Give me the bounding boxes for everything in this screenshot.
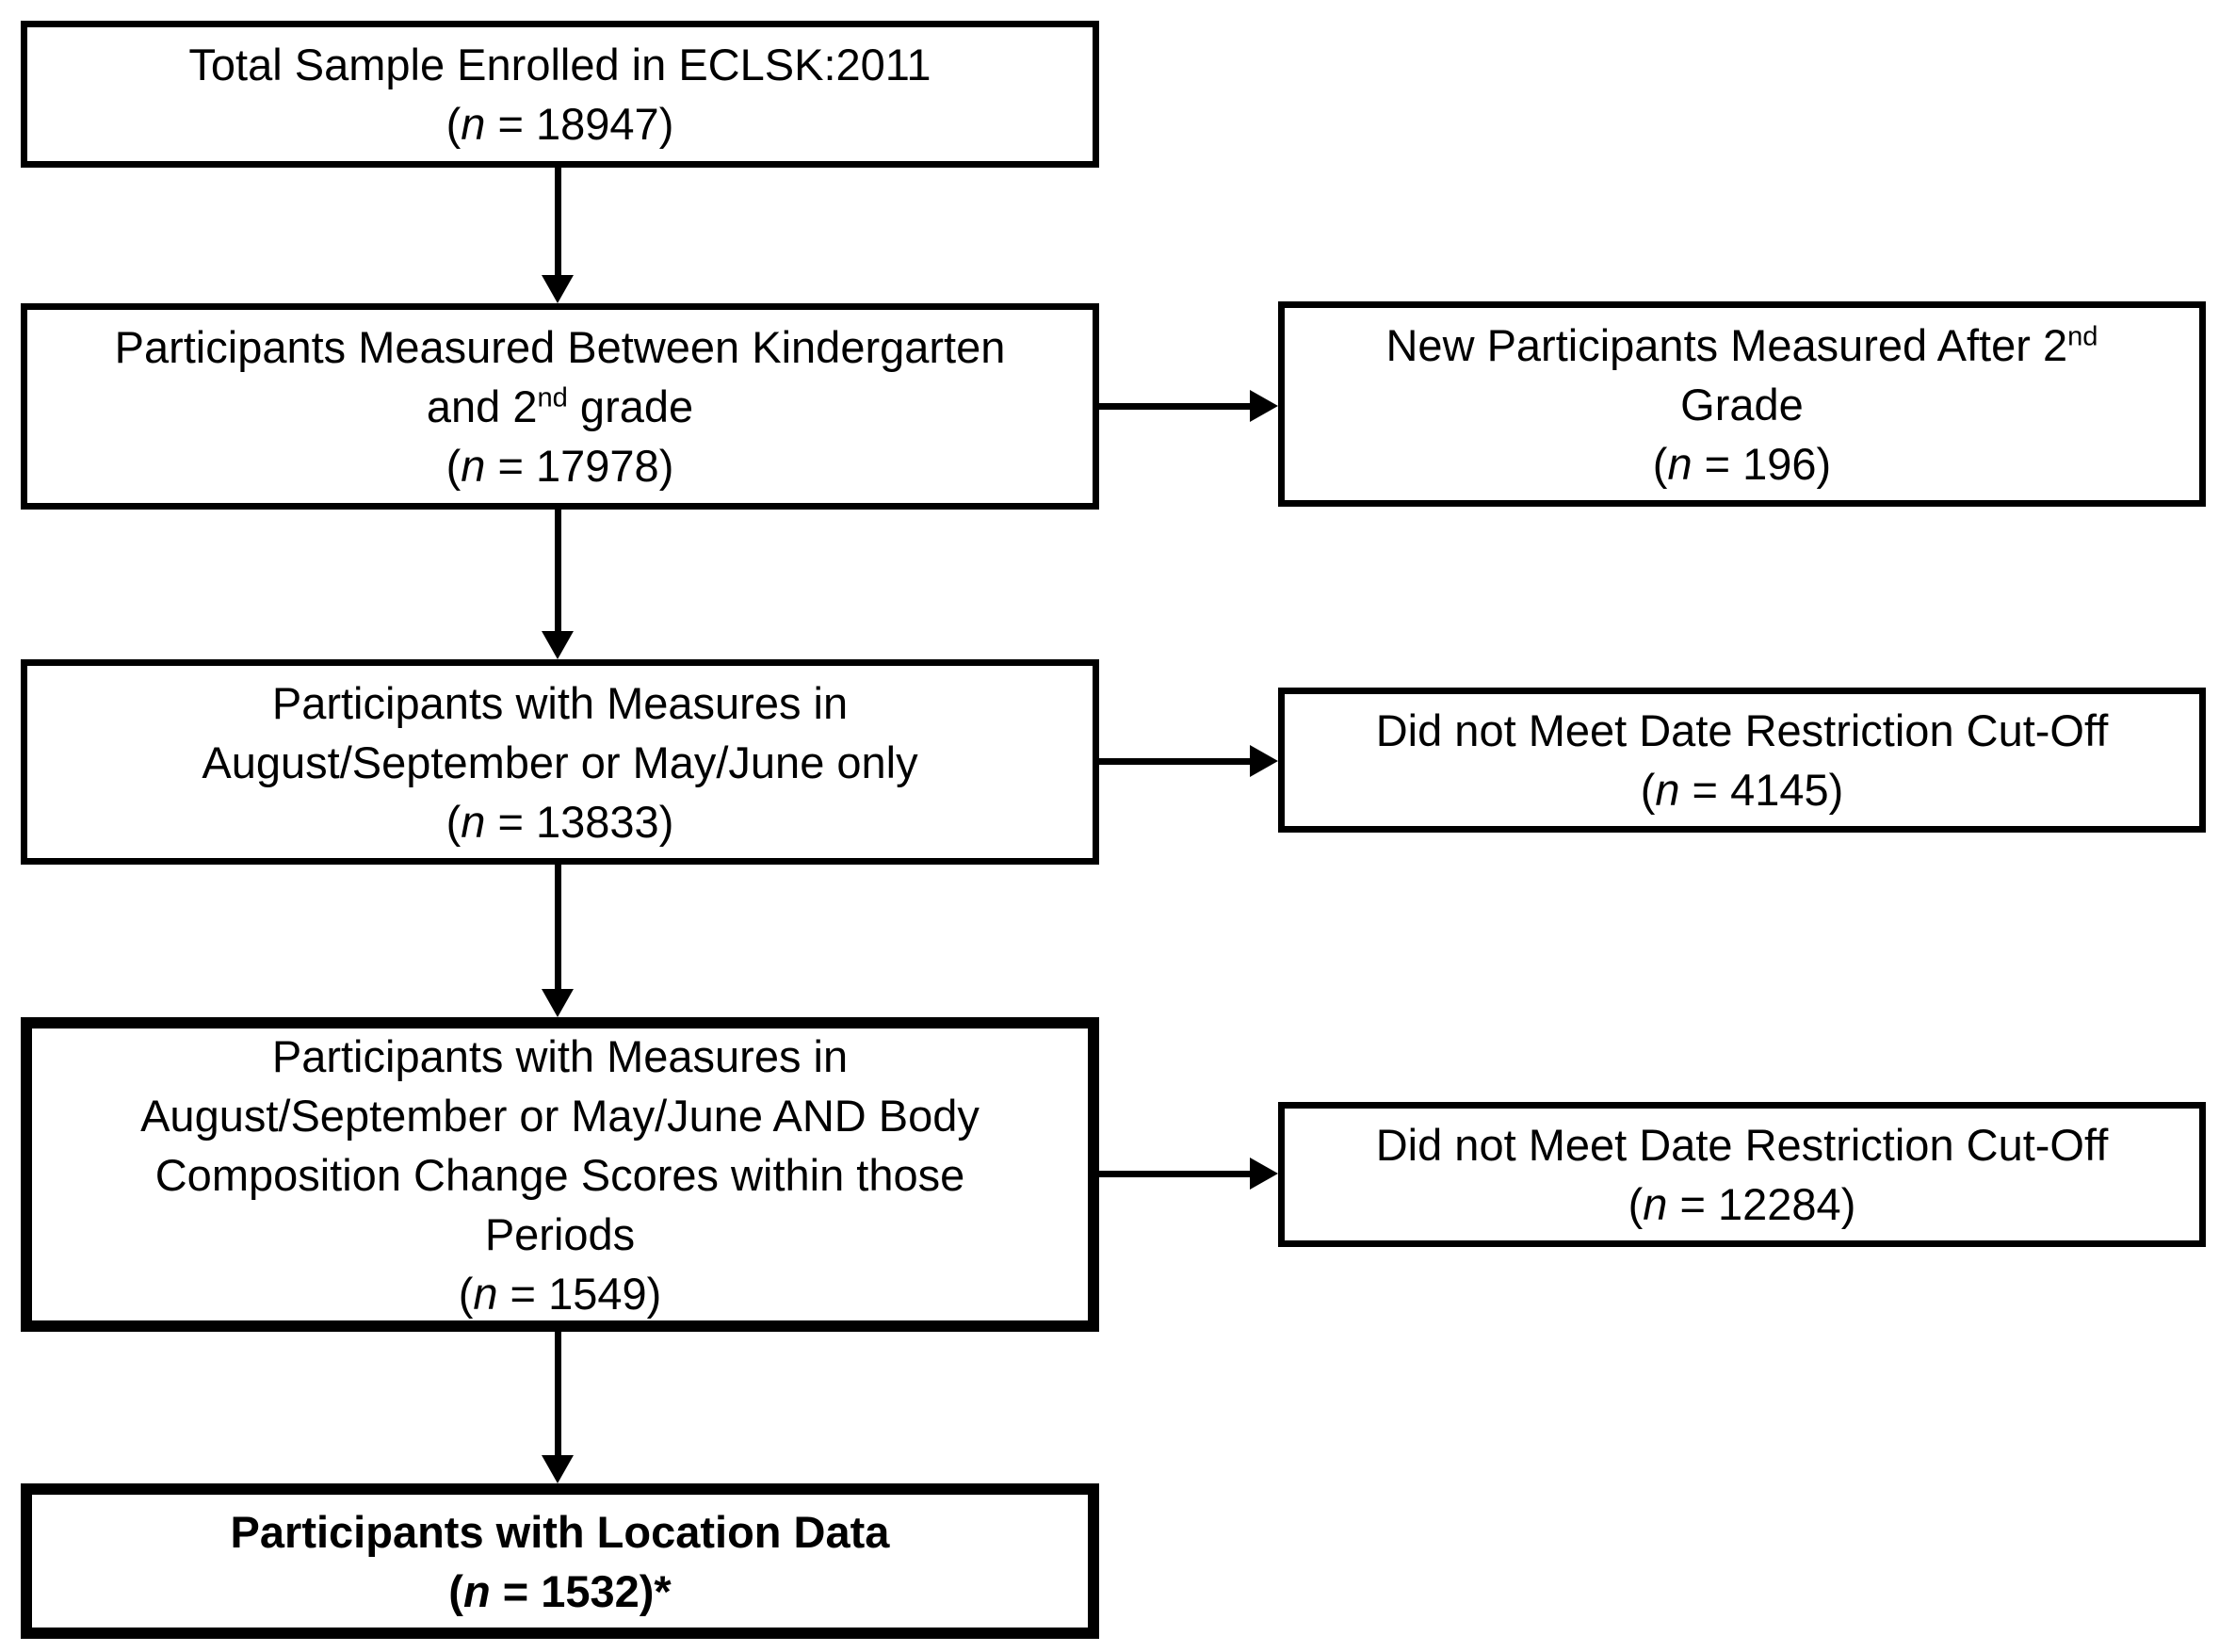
flow-box-measured-k-to-2nd: Participants Measured Between Kindergart… — [21, 303, 1099, 510]
flow-box-text-line: Participants with Location Data — [230, 1506, 890, 1557]
arrow-measured-to-augsep-line — [555, 510, 561, 633]
flow-box-text-line: (n = 1532)* — [448, 1565, 672, 1616]
flow-box-text-line: Composition Change Scores within those — [154, 1149, 965, 1200]
arrow-measured-to-newparticipants-head-icon — [1250, 390, 1278, 422]
flow-box-total-sample: Total Sample Enrolled in ECLSK:2011 (n = … — [21, 21, 1099, 168]
arrow-total-to-measured-line — [555, 168, 561, 277]
flow-box-text-line: (n = 196) — [1652, 438, 1832, 489]
flow-box-text-line: Did not Meet Date Restriction Cut-Off — [1375, 705, 2109, 755]
flow-box-text-line: Did not Meet Date Restriction Cut-Off — [1375, 1120, 2109, 1170]
flow-box-text-line: August/September or May/June only — [202, 737, 918, 787]
flow-box-text-line: (n = 1549) — [458, 1268, 662, 1319]
flow-box-text-line: August/September or May/June AND Body — [140, 1090, 980, 1141]
flow-box-text-line: Participants Measured Between Kindergart… — [114, 322, 1006, 372]
flow-box-text-line: (n = 4145) — [1640, 765, 1844, 815]
arrow-bodycomp-to-cutoff2-line — [1095, 1171, 1252, 1177]
arrow-bodycomp-to-location-head-icon — [542, 1455, 574, 1483]
flow-box-date-restriction-cutoff-2: Did not Meet Date Restriction Cut-Off (n … — [1278, 1102, 2206, 1247]
flow-box-aug-sep-may-june-and-body-comp: Participants with Measures in August/Sept… — [21, 1017, 1099, 1332]
flow-box-text-line: Periods — [484, 1208, 636, 1259]
flow-box-aug-sep-may-june-only: Participants with Measures in August/Sept… — [21, 659, 1099, 865]
flow-box-text-line: (n = 13833) — [445, 796, 674, 847]
arrow-bodycomp-to-cutoff2-head-icon — [1250, 1158, 1278, 1190]
flow-box-text-line: (n = 17978) — [445, 441, 674, 491]
flow-box-date-restriction-cutoff-1: Did not Meet Date Restriction Cut-Off (n … — [1278, 688, 2206, 833]
flow-box-location-data: Participants with Location Data (n = 1532… — [21, 1483, 1099, 1639]
flow-box-text-line: (n = 18947) — [445, 99, 674, 149]
flow-box-text-line: Grade — [1680, 379, 1804, 429]
flow-box-text-line: (n = 12284) — [1628, 1179, 1856, 1229]
flow-box-text-line: and 2nd grade — [426, 381, 694, 431]
arrow-measured-to-newparticipants-line — [1095, 403, 1252, 410]
arrow-bodycomp-to-location-line — [555, 1332, 561, 1457]
arrow-total-to-measured-head-icon — [542, 275, 574, 303]
arrow-augsep-to-bodycomp-head-icon — [542, 989, 574, 1017]
arrow-augsep-to-bodycomp-line — [555, 865, 561, 991]
arrow-augsep-to-cutoff1-head-icon — [1250, 745, 1278, 777]
flow-box-text-line: New Participants Measured After 2nd — [1385, 319, 2098, 370]
flow-box-text-line: Participants with Measures in — [271, 677, 849, 728]
arrow-augsep-to-cutoff1-line — [1095, 758, 1252, 765]
flow-box-text-line: Participants with Measures in — [271, 1030, 849, 1081]
flow-box-text-line: Total Sample Enrolled in ECLSK:2011 — [188, 40, 931, 89]
arrow-measured-to-augsep-head-icon — [542, 631, 574, 659]
